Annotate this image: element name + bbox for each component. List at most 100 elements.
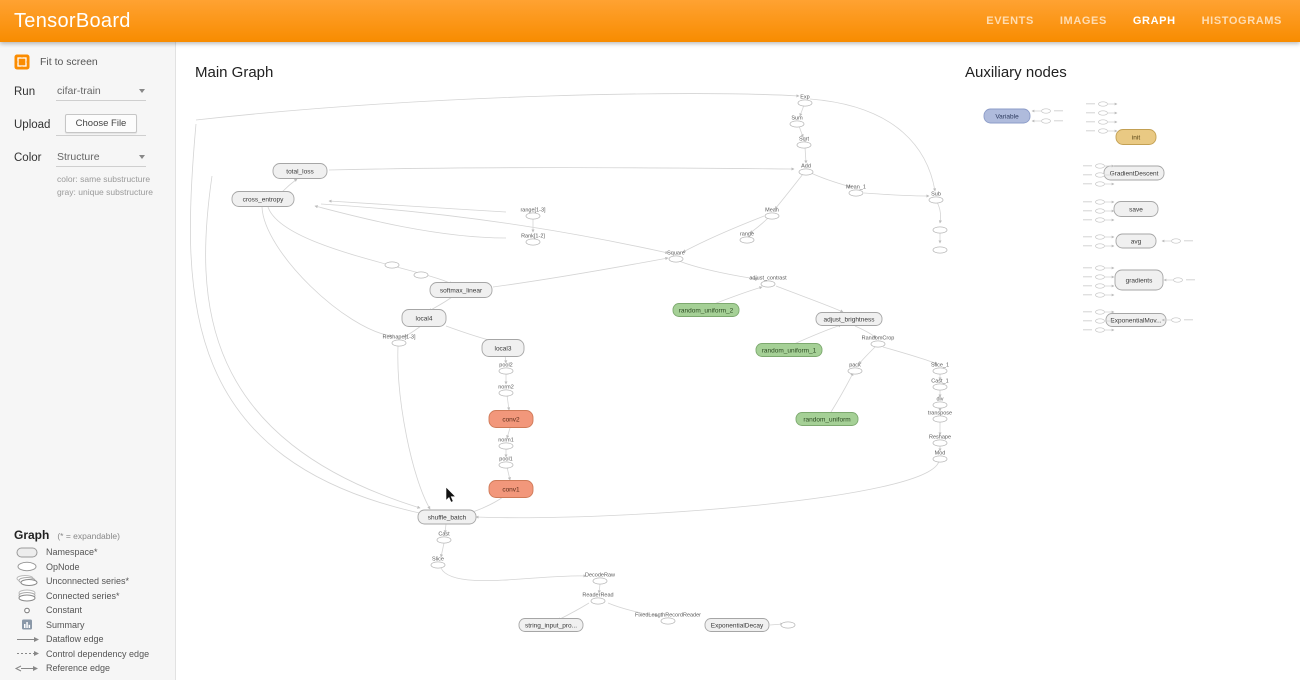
aux-satellite-node[interactable]	[1083, 274, 1115, 280]
aux-node-label: gradients	[1126, 277, 1153, 284]
aux-satellite-node[interactable]	[1083, 265, 1115, 271]
graph-op-node[interactable]	[932, 226, 948, 234]
graph-op-node[interactable]	[780, 621, 796, 629]
graph-op-slice[interactable]: Slice	[430, 557, 446, 569]
graph-node-label: shuffle_batch	[428, 514, 467, 521]
legend-title: Graph	[14, 528, 50, 542]
legend-item-label: Connected series*	[46, 590, 120, 601]
nav-images[interactable]: IMAGES	[1059, 15, 1107, 27]
aux-satellite-node[interactable]	[1031, 108, 1063, 114]
aux-node-gradientdescent[interactable]: GradientDescent	[1103, 165, 1165, 181]
graph-op-adjust-contrast[interactable]: adjust_contrast	[749, 276, 787, 288]
aux-node-init[interactable]: init	[1115, 129, 1157, 145]
graph-node-conv1[interactable]: conv1	[488, 480, 534, 498]
graph-op-rank-1-2[interactable]: Rank[1-2]	[521, 234, 545, 246]
aux-satellite-node[interactable]	[1083, 283, 1115, 289]
graph-svg[interactable]: total_loss cross_entropy softmax_linearloc…	[176, 42, 1300, 680]
aux-node-gradients[interactable]: gradients	[1114, 269, 1164, 291]
graph-op-mod[interactable]: Mod	[932, 451, 948, 463]
graph-op-decoderaw[interactable]: DecodeRaw	[585, 573, 615, 585]
graph-op-label: transpose	[928, 411, 952, 417]
graph-node-conv2[interactable]: conv2	[488, 410, 534, 428]
aux-satellite-node[interactable]	[1083, 234, 1115, 240]
aux-node-save[interactable]: save	[1113, 201, 1159, 217]
graph-op-node[interactable]	[932, 246, 948, 254]
graph-node-total-loss[interactable]: total_loss	[272, 163, 328, 179]
graph-node-shuffle-batch[interactable]: shuffle_batch	[417, 509, 477, 525]
aux-satellite-node[interactable]	[1086, 101, 1118, 107]
aux-satellite-node[interactable]	[1086, 128, 1118, 134]
graph-node-adjust-brightness[interactable]: adjust_brightness	[815, 312, 883, 326]
graph-op-node[interactable]	[384, 261, 400, 269]
aux-satellite-node[interactable]	[1083, 208, 1115, 214]
aux-satellite-node[interactable]	[1083, 318, 1115, 324]
graph-node-random-uniform-1[interactable]: random_uniform_1	[755, 343, 823, 357]
graph-node-random-uniform[interactable]: random_uniform	[795, 412, 859, 426]
aux-satellite-node[interactable]	[1083, 309, 1115, 315]
graph-node-local3[interactable]: local3	[481, 339, 525, 357]
graph-op-norm1[interactable]: norm1	[498, 438, 514, 450]
graph-op-node[interactable]	[413, 271, 429, 279]
aux-satellite-node[interactable]	[1083, 181, 1115, 187]
graph-op-transpose[interactable]: transpose	[928, 411, 952, 423]
graph-op-range[interactable]: range	[739, 232, 755, 244]
aux-satellite-node[interactable]	[1083, 217, 1115, 223]
aux-satellite-node[interactable]	[1161, 317, 1193, 323]
graph-op-div[interactable]: div	[932, 397, 948, 409]
graph-op-label: Sub	[931, 192, 941, 198]
graph-op-pool2[interactable]: pool2	[498, 363, 514, 375]
color-select[interactable]: Structure	[56, 149, 146, 167]
aux-satellite-node[interactable]	[1083, 199, 1115, 205]
graph-node-cross-entropy[interactable]: cross_entropy	[231, 191, 295, 207]
aux-node-avg[interactable]: avg	[1115, 233, 1157, 249]
graph-op-randomcrop[interactable]: RandomCrop	[862, 336, 895, 348]
graph-op-norm2[interactable]: norm2	[498, 385, 514, 397]
graph-op-sqrt[interactable]: Sqrt	[796, 137, 812, 149]
graph-op-exp[interactable]: Exp	[797, 95, 813, 107]
graph-edge	[809, 98, 937, 192]
fit-to-screen-button[interactable]: Fit to screen	[0, 54, 175, 70]
graph-node-exponentialdecay[interactable]: ExponentialDecay	[704, 618, 770, 632]
nav-events[interactable]: EVENTS	[986, 15, 1034, 27]
graph-op-pool1[interactable]: pool1	[498, 457, 514, 469]
graph-op-add[interactable]: Add	[798, 164, 814, 176]
graph-op-fixedlengthrecordreader[interactable]: FixedLengthRecordReader	[635, 613, 701, 625]
chevron-down-icon	[139, 89, 145, 93]
graph-node-softmax-linear[interactable]: softmax_linear	[429, 282, 493, 298]
aux-satellite-node[interactable]	[1031, 118, 1063, 124]
run-select[interactable]: cifar-train	[56, 83, 146, 101]
nav-graph[interactable]: GRAPH	[1132, 15, 1176, 27]
graph-op-sum[interactable]: Sum	[789, 116, 805, 128]
upload-choose-file-button[interactable]: Choose File	[64, 114, 138, 133]
graph-op-pack[interactable]: pack	[847, 363, 863, 375]
aux-satellite-node[interactable]	[1083, 327, 1115, 333]
graph-op-mean-1[interactable]: Mean_1	[846, 185, 866, 197]
graph-op-readerread[interactable]: ReaderRead	[582, 593, 614, 605]
graph-node-random-uniform-2[interactable]: random_uniform_2	[672, 303, 740, 317]
graph-op-sub[interactable]: Sub	[928, 192, 944, 204]
aux-satellite-node[interactable]	[1083, 292, 1115, 298]
aux-satellite-node[interactable]	[1083, 243, 1115, 249]
graph-op-mean[interactable]: Mean	[764, 208, 780, 220]
graph-op-cast[interactable]: Cast	[436, 532, 452, 544]
aux-satellite-node[interactable]	[1083, 163, 1115, 169]
graph-node-local4[interactable]: local4	[401, 309, 447, 327]
graph-node-string-input-pro[interactable]: string_input_pro...	[518, 618, 584, 632]
graph-op-reshape[interactable]: Reshape	[929, 435, 951, 447]
graph-op-cast-1[interactable]: Cast_1	[931, 379, 949, 391]
aux-satellite-node[interactable]	[1161, 238, 1193, 244]
aux-satellite-node[interactable]	[1086, 119, 1118, 125]
graph-op-range-1-3[interactable]: range[1-3]	[520, 208, 546, 220]
graph-op-slice-1[interactable]: Slice_1	[931, 363, 949, 375]
nav-histograms[interactable]: HISTOGRAMS	[1201, 15, 1282, 27]
aux-node-variable[interactable]: Variable	[983, 108, 1031, 124]
graph-op-reshape-1-3[interactable]: Reshape[1-3]	[382, 335, 416, 347]
aux-satellite-node[interactable]	[1086, 110, 1118, 116]
graph-op-square[interactable]: Square	[667, 251, 685, 263]
aux-node-exponentialmov[interactable]: ExponentialMov...	[1105, 313, 1167, 327]
legend-subtitle: (* = expandable)	[57, 531, 120, 541]
aux-satellite-node[interactable]	[1163, 277, 1195, 283]
aux-satellite-node[interactable]	[1083, 172, 1115, 178]
graph-op-label: Sqrt	[799, 137, 810, 143]
